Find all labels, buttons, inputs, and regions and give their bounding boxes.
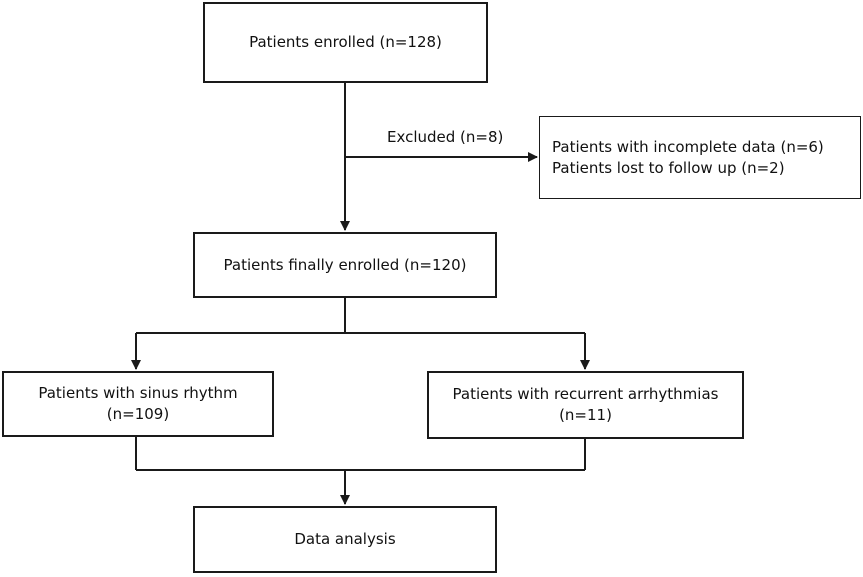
sinus-rhythm-count: (n=109) (106, 405, 170, 423)
exclusion-box: Patients with incomplete data (n=6) Pati… (539, 116, 861, 199)
data-analysis-text: Data analysis (294, 530, 396, 548)
recurrent-arrhythmias-text: Patients with recurrent arrhythmias (452, 385, 719, 403)
final-enrolled-text: Patients finally enrolled (n=120) (223, 255, 467, 274)
exclusion-lost-follow-up: Patients lost to follow up (n=2) (552, 158, 785, 177)
recurrent-arrhythmias-box: Patients with recurrent arrhythmias (n=1… (427, 371, 744, 439)
data-analysis-box: Data analysis (193, 506, 497, 573)
enrolled-box: Patients enrolled (n=128) (203, 2, 488, 83)
final-enrolled-box: Patients finally enrolled (n=120) (193, 232, 497, 298)
sinus-rhythm-text: Patients with sinus rhythm (38, 384, 238, 402)
excluded-label: Excluded (n=8) (387, 128, 504, 146)
enrolled-text: Patients enrolled (n=128) (249, 33, 442, 51)
sinus-rhythm-box: Patients with sinus rhythm (n=109) (2, 371, 274, 437)
exclusion-incomplete-data: Patients with incomplete data (n=6) (552, 137, 824, 156)
recurrent-arrhythmias-count: (n=11) (559, 406, 612, 424)
